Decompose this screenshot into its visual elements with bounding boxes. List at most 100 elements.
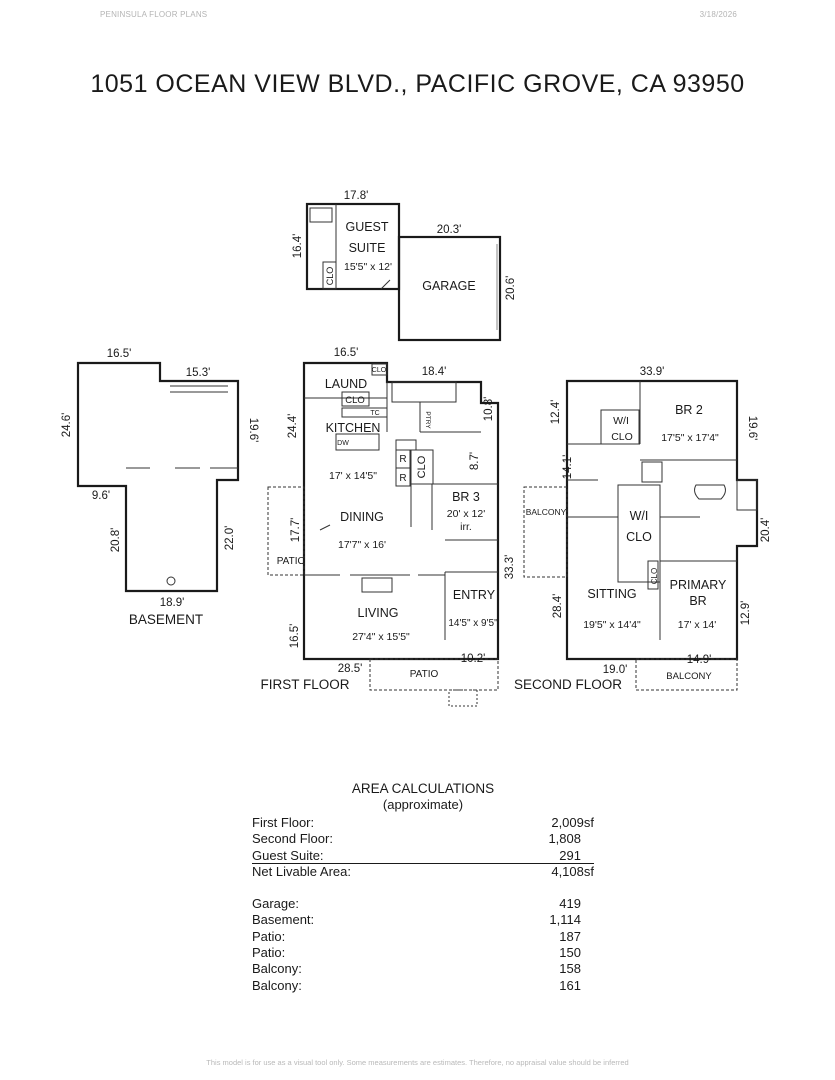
first-floor-dim: 16.5': [334, 347, 359, 359]
first-floor-label: FIRST FLOOR: [260, 677, 349, 692]
bedroom-2-size: 17'5" x 17'4": [661, 432, 719, 444]
area-row: First Floor: 2,009sf: [252, 815, 594, 831]
first-floor-dim: 24.4': [287, 414, 299, 439]
basement-outline: [76, 361, 240, 593]
first-floor-dim: 18.4': [422, 366, 447, 378]
first-floor-dim: 10.2': [461, 653, 486, 665]
second-floor-dim: 14.1': [562, 455, 574, 480]
pantry: PTRY: [424, 411, 431, 429]
garage-name: GARAGE: [422, 279, 476, 293]
sitting-size: 19'5" x 14'4": [583, 619, 641, 631]
area-row-label: Patio:: [252, 945, 286, 961]
second-floor-dim: 14.9': [687, 654, 712, 666]
area-calc-subtitle: (approximate): [382, 797, 464, 812]
guest-suite-name: SUITE: [349, 241, 386, 255]
basement-dim: 22.0': [224, 526, 236, 551]
basement-dim: 20.8': [110, 528, 122, 553]
disclaimer-footer: This model is for use as a visual tool o…: [206, 1058, 629, 1067]
entry-size: 14'5" x 9'5": [448, 618, 498, 629]
area-row-label: Second Floor:: [252, 831, 333, 847]
area-row: Balcony: 158: [252, 961, 594, 977]
front-balcony-name: BALCONY: [666, 671, 712, 682]
area-row: Net Livable Area: 4,108sf: [252, 864, 594, 880]
guest-suite-name: GUEST: [345, 220, 388, 234]
guest-suite-dim: 16.4': [292, 234, 304, 259]
date-stamp: 3/18/2026: [699, 10, 737, 19]
area-row-value: 150: [559, 945, 581, 961]
property-address-title: 1051 OCEAN VIEW BLVD., PACIFIC GROVE, CA…: [90, 70, 745, 98]
area-calculations: AREA CALCULATIONS (approximate) First Fl…: [252, 780, 594, 994]
area-row-label: Balcony:: [252, 961, 302, 977]
laundry-closet: CLO: [345, 395, 365, 406]
basement-dim: 19.6': [247, 418, 259, 443]
stair-closet: CLO: [416, 455, 428, 478]
area-row: Garage: 419: [252, 896, 594, 912]
second-floor-dim: 12.9': [740, 601, 752, 626]
small-closet: CLO: [650, 568, 659, 584]
basement-dim: 16.5': [107, 348, 132, 360]
first-floor-dim: 16.5': [289, 624, 301, 649]
area-row-value: 291: [559, 847, 581, 863]
basement-dim: 15.3': [186, 367, 211, 379]
area-row-label: Net Livable Area:: [252, 863, 352, 879]
dishwasher: DW: [337, 440, 349, 447]
primary-bedroom-size: 17' x 14': [678, 619, 716, 631]
front-patio-name: PATIO: [410, 669, 439, 680]
entry-name: ENTRY: [453, 588, 496, 602]
garage-outline: [397, 235, 502, 342]
first-floor-dim: 28.5': [338, 663, 363, 675]
dining-name: DINING: [340, 510, 384, 524]
area-row: Basement: 1,114: [252, 912, 594, 928]
trash-compactor: TC: [370, 410, 379, 417]
area-row-value: 187: [559, 928, 581, 944]
second-floor-dim: 12.4': [550, 400, 562, 425]
laundry-name: LAUND: [325, 377, 367, 391]
bedroom-3-name: BR 3: [452, 490, 480, 504]
second-floor-dim: 19.6': [746, 416, 758, 441]
company-name: PENINSULA FLOOR PLANS: [100, 10, 208, 19]
kitchen-name: KITCHEN: [326, 421, 381, 435]
garage-dim: 20.3': [437, 224, 462, 236]
area-row-label: Patio:: [252, 928, 286, 944]
second-floor-dim: 33.9': [640, 366, 665, 378]
walk-in-2-name: W/I: [630, 509, 649, 523]
walk-in-2-closet: CLO: [626, 530, 652, 544]
guest-suite-dim: 17.8': [344, 190, 369, 202]
dining-size: 17'7" x 16': [338, 539, 386, 551]
area-row-label: First Floor:: [252, 815, 315, 830]
area-row-label: Guest Suite:: [252, 847, 324, 863]
kitchen-size: 17' x 14'5": [329, 470, 377, 482]
bedroom-2-name: BR 2: [675, 403, 703, 417]
basement-dim: 9.6': [92, 490, 110, 502]
second-floor-dim: 28.4': [552, 594, 564, 619]
basement-dim: 18.9': [160, 597, 185, 609]
second-floor-dim: 19.0': [603, 664, 628, 676]
area-row-label: Balcony:: [252, 977, 302, 993]
walk-in-1-name: W/I: [613, 415, 629, 427]
primary-bedroom-name: PRIMARY: [670, 578, 727, 592]
area-row: Patio: 187: [252, 929, 594, 945]
area-row: Patio: 150: [252, 945, 594, 961]
garage-dim: 20.6': [505, 276, 517, 301]
first-floor-dim: 17.7': [290, 518, 302, 543]
guest-suite-size: 15'5" x 12': [344, 261, 392, 273]
basement-label: BASEMENT: [129, 612, 203, 627]
area-row-value: 1,114: [549, 912, 581, 928]
area-row-value: 1,808: [548, 831, 581, 847]
living-size: 27'4" x 15'5": [352, 631, 410, 643]
area-row-value: 161: [559, 977, 581, 993]
area-row-value: 158: [559, 961, 581, 977]
area-row-value: 2,009sf: [551, 815, 594, 830]
refrigerator-2: R: [399, 473, 406, 484]
area-row-label: Basement:: [252, 912, 315, 928]
first-floor-dim: 33.3': [504, 555, 516, 580]
laundry-closet-small: CLO: [372, 367, 387, 374]
side-patio-name: PATIO: [277, 556, 306, 567]
primary-bedroom-name-2: BR: [689, 594, 706, 608]
area-row: Balcony: 161: [252, 978, 594, 994]
bedroom-3-size: 20' x 12': [447, 508, 485, 520]
bedroom-3-irregular: irr.: [460, 521, 472, 533]
area-row-value: 4,108sf: [551, 863, 594, 879]
walk-in-1-closet: CLO: [611, 431, 633, 443]
first-floor-dim: 10.8': [483, 397, 495, 422]
